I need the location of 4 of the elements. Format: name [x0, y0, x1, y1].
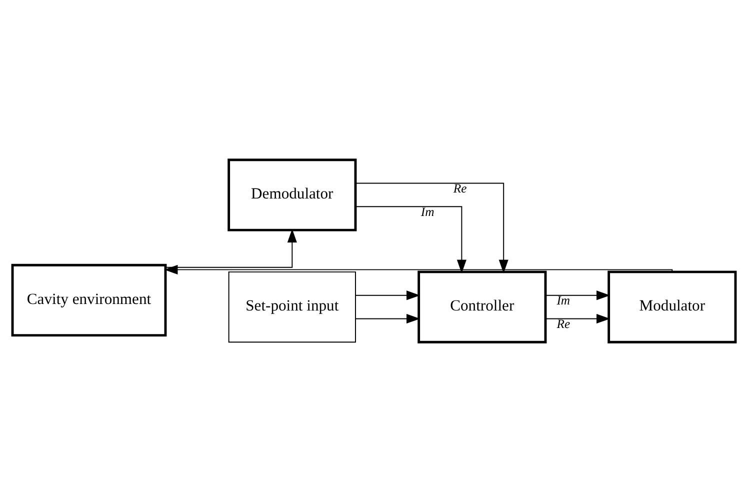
- edge-label: Im: [420, 204, 434, 219]
- edge-label: Re: [453, 181, 467, 196]
- edge-label: Im: [556, 293, 570, 308]
- edge-label: Re: [556, 316, 570, 331]
